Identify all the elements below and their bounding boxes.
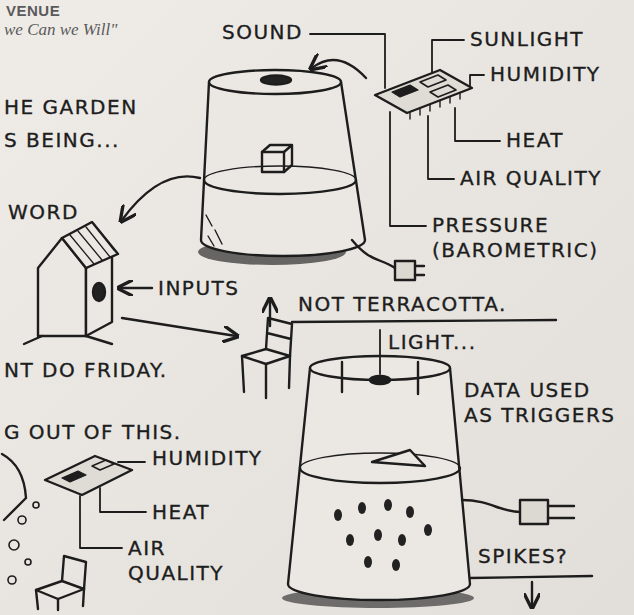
handwritten-note: NT DO FRIDAY.	[4, 358, 168, 383]
underline	[470, 576, 592, 578]
power-plug	[395, 261, 415, 280]
birdhouse-stand	[24, 336, 112, 344]
sensor-cube-edges	[262, 145, 292, 172]
leader-line	[432, 40, 464, 72]
handwritten-note: S BEING...	[4, 128, 120, 153]
shading-hatch	[206, 215, 222, 246]
power-plug	[520, 500, 548, 524]
vent-hole	[364, 556, 372, 568]
chair-legs	[36, 589, 84, 610]
chair-seat	[36, 581, 84, 599]
handwritten-note: LIGHT...	[388, 330, 477, 355]
sensor-label: HEAT	[506, 128, 564, 153]
board-component	[420, 75, 446, 87]
sensor-label: SUNLIGHT	[470, 27, 584, 52]
birdhouse-hole	[93, 283, 105, 301]
leader-line	[470, 75, 484, 86]
sensor-label: SOUND	[222, 20, 303, 45]
birdhouse-roof	[62, 222, 118, 268]
handwritten-note: NOT TERRACOTTA.	[298, 292, 507, 317]
vent-hole	[374, 529, 382, 541]
chair-back	[266, 318, 292, 356]
handwritten-note: SPIKES?	[478, 544, 568, 569]
arrow	[122, 318, 236, 336]
partial-sketch	[2, 454, 26, 520]
leader-line	[390, 112, 426, 226]
power-cable	[352, 240, 395, 268]
vent-hole	[358, 502, 366, 514]
board-component	[92, 460, 114, 470]
water-line-front	[300, 468, 460, 483]
board-chip	[392, 85, 418, 97]
sensor-board	[375, 70, 472, 113]
printed-motto: we Can we Will"	[4, 20, 117, 40]
vent-hole	[398, 534, 406, 546]
bubble	[18, 516, 26, 524]
board-pins	[410, 93, 460, 119]
handwritten-note: HE GARDEN	[4, 95, 138, 120]
bubble	[8, 576, 16, 584]
handwritten-note: INPUTS	[158, 276, 239, 301]
plug-prongs	[415, 266, 424, 275]
sensor-label: HUMIDITY	[490, 62, 601, 87]
vent-hole	[406, 506, 414, 518]
leader-line	[379, 330, 381, 374]
board-component	[430, 85, 456, 97]
chair-back	[62, 556, 86, 589]
leader-line	[455, 108, 500, 141]
printed-header: VENUE	[6, 2, 60, 20]
power-cable	[462, 500, 520, 512]
vent-hole	[392, 559, 400, 571]
sensor-cube	[262, 152, 284, 172]
vent-hole	[384, 499, 392, 511]
pot-rim	[209, 70, 341, 94]
board-chip	[62, 471, 86, 482]
leader-line	[118, 461, 145, 463]
handwritten-note: WORD	[8, 200, 79, 225]
leader-line	[310, 34, 385, 88]
inner-band-front	[204, 180, 356, 194]
underline	[292, 320, 556, 322]
leader-line	[80, 496, 122, 548]
sensor-label: AIR QUALITY	[460, 166, 602, 191]
vent-hole	[334, 509, 342, 521]
lamp-pot-body	[288, 368, 470, 600]
curved-arrow	[312, 60, 366, 78]
sensor-label: PRESSURE (BAROMETRIC)	[432, 213, 617, 263]
arrow	[531, 582, 533, 606]
vent-holes	[334, 499, 432, 571]
plug-prongs	[548, 506, 574, 518]
arrow	[122, 176, 200, 220]
light-fitting	[370, 376, 390, 384]
sensor-label: HUMIDITY	[152, 446, 263, 471]
bubble	[25, 559, 31, 565]
arrow	[120, 287, 152, 289]
bubble	[9, 540, 19, 550]
sensor-label: AIR QUALITY	[128, 536, 238, 586]
pot-hole	[261, 76, 291, 85]
arrow	[269, 300, 271, 326]
vent-hole	[346, 534, 354, 546]
leader-line	[428, 116, 454, 179]
floating-plate	[372, 450, 425, 466]
bubble	[33, 502, 39, 508]
handwritten-note: G OUT OF THIS.	[4, 420, 182, 445]
chair-seat	[242, 349, 290, 364]
leader-line	[100, 488, 146, 512]
ink-drawing	[2, 34, 592, 610]
lamp-pot-body	[201, 82, 365, 256]
roof-hatch	[70, 224, 114, 264]
vent-hole	[424, 524, 432, 536]
chair-legs	[242, 356, 290, 398]
sensor-label: HEAT	[152, 500, 210, 525]
handwritten-note: DATA USED AS TRIGGERS	[464, 378, 623, 428]
